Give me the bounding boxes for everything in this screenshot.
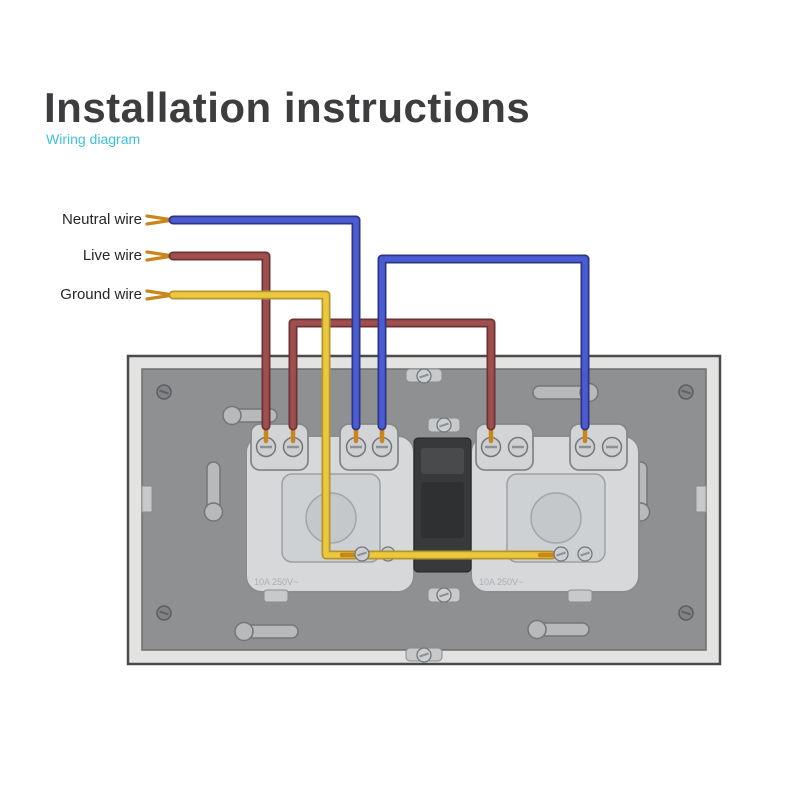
label-neutral-wire: Neutral wire: [61, 211, 142, 228]
panel-screw-bottom-left: [156, 605, 172, 621]
page-title: Installation instructions: [44, 84, 531, 131]
center-connector: [413, 417, 472, 603]
connector-screw-top: [436, 417, 452, 433]
module-clip-right: [567, 589, 593, 603]
ground-screw: [577, 546, 593, 562]
connector-screw-bottom: [436, 587, 452, 603]
terminal-screw: [601, 436, 623, 458]
module-clip-left: [263, 589, 289, 603]
module-marking-left: 10A 250V~: [254, 577, 298, 587]
ground-wire-run: [168, 290, 557, 560]
ground-screw-connected-right: [553, 546, 569, 562]
module-recess-left: [305, 492, 357, 544]
connector-detail-top: [421, 448, 464, 474]
module-marking-right: 10A 250V~: [479, 577, 523, 587]
panel-screw-top-left: [156, 384, 172, 400]
wires: [145, 214, 590, 562]
live-wire-run: [168, 251, 271, 431]
panel-side-tab-right: [695, 485, 707, 513]
socket-module-right: 10A 250V~: [470, 423, 640, 603]
panel-screw-top-center: [416, 368, 432, 384]
neutral-jumper-run: [377, 254, 590, 431]
terminal-screw: [507, 436, 529, 458]
neutral-wire-run: [168, 215, 361, 431]
live-jumper-run: [288, 318, 496, 431]
connector-detail-bottom: [421, 482, 464, 538]
panel-screw-bottom-right: [678, 605, 694, 621]
module-recess-right: [530, 492, 582, 544]
ground-screw-connected-left: [354, 546, 370, 562]
panel-screw-bottom-center: [416, 647, 432, 663]
label-live-wire: Live wire: [82, 247, 142, 264]
page-subtitle: Wiring diagram: [46, 131, 141, 147]
panel-side-tab-left: [141, 485, 153, 513]
panel-screw-top-right: [678, 384, 694, 400]
label-ground-wire: Ground wire: [60, 286, 142, 303]
